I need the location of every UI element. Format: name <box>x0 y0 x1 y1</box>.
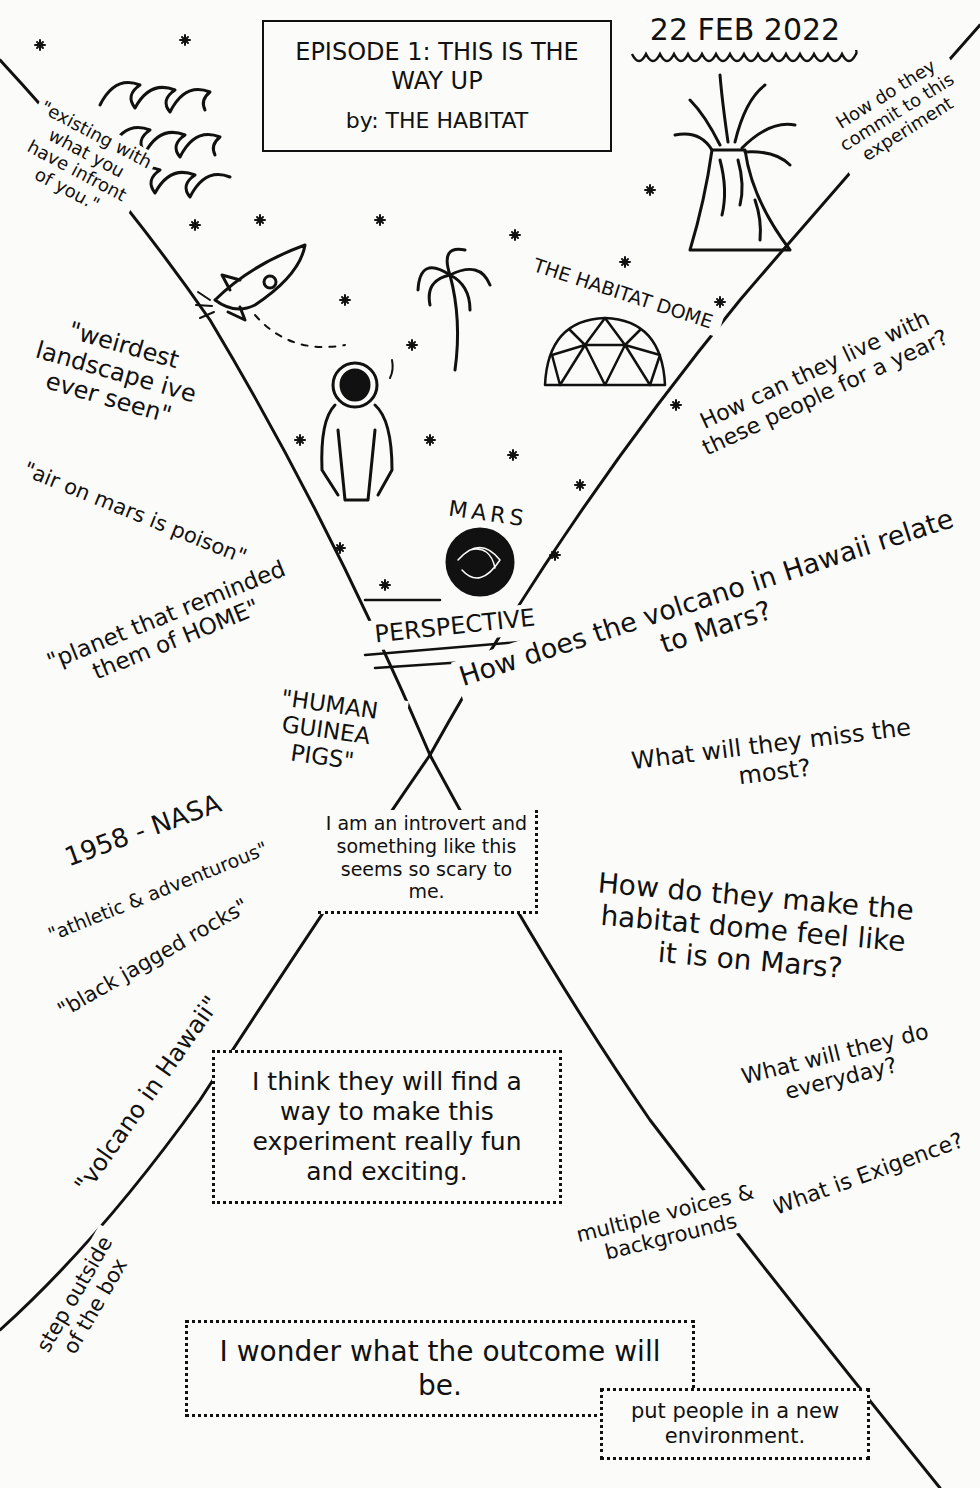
question-note: What will they miss the most? <box>608 710 939 806</box>
palm-tree-icon <box>418 249 490 370</box>
star <box>645 185 655 195</box>
quote-note: "HUMAN GUINEA PIGS" <box>243 680 409 782</box>
star <box>335 543 345 553</box>
star <box>620 257 630 267</box>
star <box>255 215 265 225</box>
star <box>550 550 560 560</box>
node-text: I think they will find a way to make thi… <box>229 1067 545 1187</box>
node-text: 22 FEB 2022 <box>638 12 852 48</box>
node-text: EPISODE 1: THIS IS THE WAY UP <box>278 38 596 96</box>
question-note: How do they make the habitat dome feel l… <box>581 866 924 993</box>
astronaut-icon <box>322 360 393 500</box>
star <box>425 435 435 445</box>
question-note: multiple voices & backgrounds <box>557 1175 779 1276</box>
star <box>510 230 520 240</box>
node-text: put people in a new environment. <box>613 1399 857 1449</box>
star <box>407 340 417 350</box>
star <box>508 450 518 460</box>
illustration-label: MARS <box>439 493 538 533</box>
quote-note: "weirdest landscape ive ever seen" <box>10 305 222 441</box>
star <box>380 580 390 590</box>
rocket-icon <box>196 245 345 347</box>
star <box>575 480 585 490</box>
mars-planet-icon <box>447 529 513 595</box>
question-note: What is Exigence? <box>762 1124 974 1224</box>
star <box>295 435 305 445</box>
quote-note: "existing with what you have infront of … <box>4 94 159 230</box>
node-text: I am an introvert and something like thi… <box>324 812 529 903</box>
thought-box: I think they will find a way to make thi… <box>212 1050 562 1204</box>
cloud-outline <box>630 50 860 70</box>
illustration-label: THE HABITAT DOME <box>521 251 724 337</box>
title-box: EPISODE 1: THIS IS THE WAY UP by: THE HAB… <box>262 20 612 152</box>
thought-box: put people in a new environment. <box>600 1388 870 1460</box>
volcano-icon <box>675 75 795 250</box>
star <box>375 215 385 225</box>
star <box>180 35 190 45</box>
question-note: What will they do everyday? <box>703 1009 974 1124</box>
node-subtext: by: THE HABITAT <box>278 108 596 134</box>
thought-box: I am an introvert and something like thi… <box>318 810 538 914</box>
star <box>340 295 350 305</box>
quote-note: step outside of the box <box>27 1224 144 1376</box>
star <box>715 297 725 307</box>
habitat-dome-icon <box>545 318 665 385</box>
star <box>671 400 681 410</box>
question-note: How do they commit to this experiment <box>818 46 976 178</box>
quote-note: "air on mars is poison" <box>16 455 254 571</box>
star <box>190 220 200 230</box>
star <box>35 40 45 50</box>
date-cloud: 22 FEB 2022 <box>630 8 860 62</box>
